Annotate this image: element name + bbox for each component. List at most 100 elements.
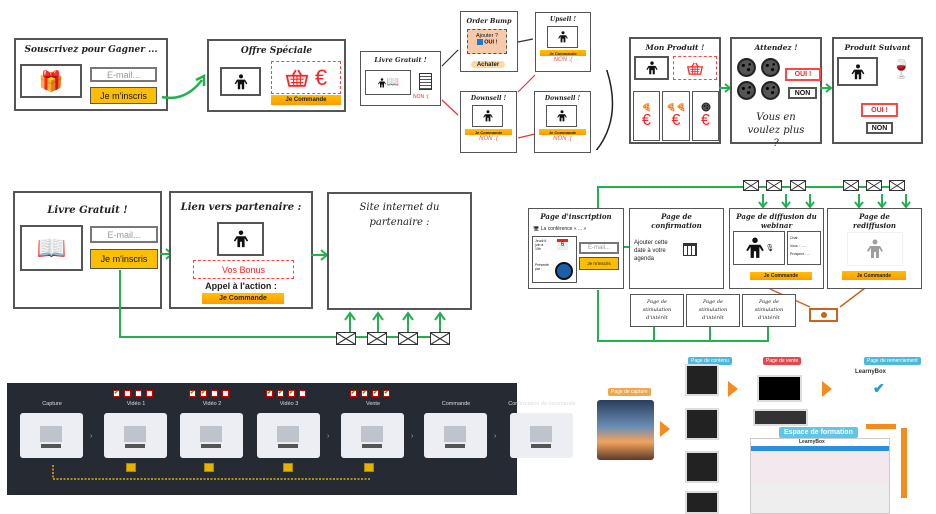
email-icon bbox=[430, 332, 450, 345]
bonus-box: Vos Bonus bbox=[193, 260, 294, 279]
checked-box: ✔ bbox=[277, 390, 284, 397]
step-card[interactable] bbox=[510, 413, 573, 458]
stimulation-page: Page de stimulation d'intérêt bbox=[742, 294, 796, 327]
checked-box: ✔ bbox=[383, 390, 390, 397]
basket-icon bbox=[673, 56, 717, 80]
subscribe-button[interactable]: Je m'inscris bbox=[579, 257, 619, 270]
wait-page: Attendez ! OUI ! NON Vous en voulez plus… bbox=[730, 37, 822, 149]
content-screenshot bbox=[685, 364, 719, 396]
money-icon bbox=[809, 308, 838, 322]
yes-button[interactable]: OUI ! bbox=[861, 103, 898, 117]
subscribe-title: Souscrivez pour Gagner ... bbox=[24, 45, 158, 55]
microphone-icon: 🎙 bbox=[765, 245, 775, 252]
step-card[interactable] bbox=[104, 413, 167, 458]
step-card[interactable] bbox=[180, 413, 243, 458]
buy-button[interactable]: Achater bbox=[471, 61, 505, 68]
unchecked-box bbox=[299, 390, 306, 397]
learnybox-logo: LearnyBox bbox=[799, 439, 825, 445]
want-more-text: Vous en voulez plus ? bbox=[747, 112, 805, 149]
offer-box: € bbox=[271, 61, 341, 94]
chevron-right-icon: › bbox=[411, 433, 414, 440]
calendar-icon bbox=[683, 243, 697, 256]
email-icon bbox=[766, 180, 782, 191]
email-field[interactable]: E-mail... bbox=[90, 226, 158, 243]
call-to-action-label: Appel à l'action : bbox=[205, 281, 277, 291]
capture-screenshot bbox=[597, 400, 654, 460]
upsell-page: Upsell ! Je Commande NON :( bbox=[535, 12, 591, 72]
no-link[interactable]: NON :( bbox=[553, 57, 573, 63]
automation-icon bbox=[204, 463, 214, 472]
stimulation-title: Page de stimulation d'intérêt bbox=[698, 299, 728, 321]
yes-checkbox[interactable]: OUI ! bbox=[468, 39, 506, 45]
screen-icon: 🖥 bbox=[533, 226, 540, 232]
orange-down-arrow bbox=[901, 428, 907, 498]
order-button[interactable]: Je Commande bbox=[465, 129, 512, 135]
step-card[interactable] bbox=[341, 413, 404, 458]
upsell-title: Upsell ! bbox=[550, 16, 576, 23]
order-button[interactable]: Je Commande bbox=[750, 272, 812, 280]
chat-line: Chat : bbox=[790, 236, 800, 240]
no-button[interactable]: NON bbox=[866, 122, 893, 134]
next-product-title: Produit Suivant bbox=[844, 43, 911, 52]
list-icon bbox=[419, 73, 432, 90]
order-button[interactable]: Je Commande bbox=[271, 95, 341, 105]
step-label: Vente bbox=[365, 401, 381, 407]
yes-button[interactable]: OUI ! bbox=[785, 68, 821, 81]
pizzas-icon bbox=[737, 58, 780, 100]
downsell-page-2: Downsell ! Je Commande NON :( bbox=[534, 91, 591, 153]
automation-icon bbox=[364, 463, 374, 472]
order-button[interactable]: Je Commande bbox=[540, 50, 586, 56]
event-date: Jeudi 6 juin à 19h bbox=[535, 239, 547, 251]
content-screenshot bbox=[685, 451, 719, 483]
checked-box: ✔ bbox=[200, 390, 207, 397]
euro-icon: € bbox=[701, 112, 710, 129]
order-button[interactable]: Je Commande bbox=[202, 293, 284, 304]
order-button[interactable]: Je Commande bbox=[539, 129, 586, 135]
unchecked-box bbox=[211, 390, 218, 397]
yellow-dotted-line bbox=[52, 465, 370, 480]
step-card[interactable] bbox=[424, 413, 487, 458]
branch-arrows bbox=[441, 49, 459, 116]
free-book-page: Livre Gratuit ! 📖 E-mail... Je m'inscris bbox=[13, 191, 162, 309]
pizza-product: € bbox=[692, 91, 719, 141]
subscribe-button[interactable]: Je m'inscris bbox=[90, 87, 157, 104]
email-icon bbox=[843, 180, 859, 191]
no-link[interactable]: NON :( bbox=[479, 136, 498, 142]
checked-box: ✔ bbox=[266, 390, 273, 397]
unchecked-box bbox=[135, 390, 142, 397]
wait-title: Attendez ! bbox=[754, 43, 798, 52]
no-link[interactable]: NON :( bbox=[413, 94, 429, 100]
special-offer-page: Offre Spéciale € Je Commande bbox=[207, 39, 346, 112]
subscribe-button[interactable]: Je m'inscris bbox=[90, 249, 158, 269]
euro-icon: € bbox=[314, 64, 328, 90]
stimulation-page: Page de stimulation d'intérêt bbox=[686, 294, 740, 327]
order-button[interactable]: Je Commande bbox=[842, 271, 906, 280]
step-card[interactable] bbox=[257, 413, 320, 458]
checked-box: ✔ bbox=[113, 390, 120, 397]
presenter-label: Présenté par : bbox=[535, 263, 550, 271]
capture-tag: Page de capture bbox=[608, 388, 651, 396]
email-field[interactable]: E-mail... bbox=[90, 67, 157, 82]
content-screenshot bbox=[685, 408, 719, 440]
checkmark-icon: ✔ bbox=[873, 380, 885, 396]
chat-line: Prospect : ... bbox=[790, 252, 810, 256]
training-tag: Espace de formation bbox=[779, 427, 858, 438]
unchecked-box bbox=[222, 390, 229, 397]
free-book-title: Livre Gratuit ! bbox=[47, 205, 128, 216]
arrow-to-upsell bbox=[517, 38, 534, 43]
email-field[interactable]: E-mail... bbox=[579, 242, 619, 254]
email-icon bbox=[398, 332, 418, 345]
person-icon bbox=[547, 26, 578, 48]
no-button[interactable]: NON bbox=[788, 87, 817, 99]
chat-line: Vous : ...... bbox=[790, 244, 807, 248]
email-icon bbox=[336, 332, 356, 345]
broadcast-title: Page de diffusion du webinar bbox=[736, 212, 817, 230]
person-icon bbox=[546, 105, 577, 127]
learnybox-logo: LearnyBox bbox=[855, 369, 887, 375]
no-link[interactable]: NON :( bbox=[553, 136, 572, 142]
stimulation-title: Page de stimulation d'intérêt bbox=[642, 299, 672, 321]
step-card[interactable] bbox=[20, 413, 83, 458]
conference-label: 🖥 La conférence « ... » bbox=[533, 226, 587, 232]
step-label: Vidéo 1 bbox=[126, 401, 146, 407]
signup-page: Page d'inscription 🖥 La conférence « ...… bbox=[528, 208, 624, 289]
